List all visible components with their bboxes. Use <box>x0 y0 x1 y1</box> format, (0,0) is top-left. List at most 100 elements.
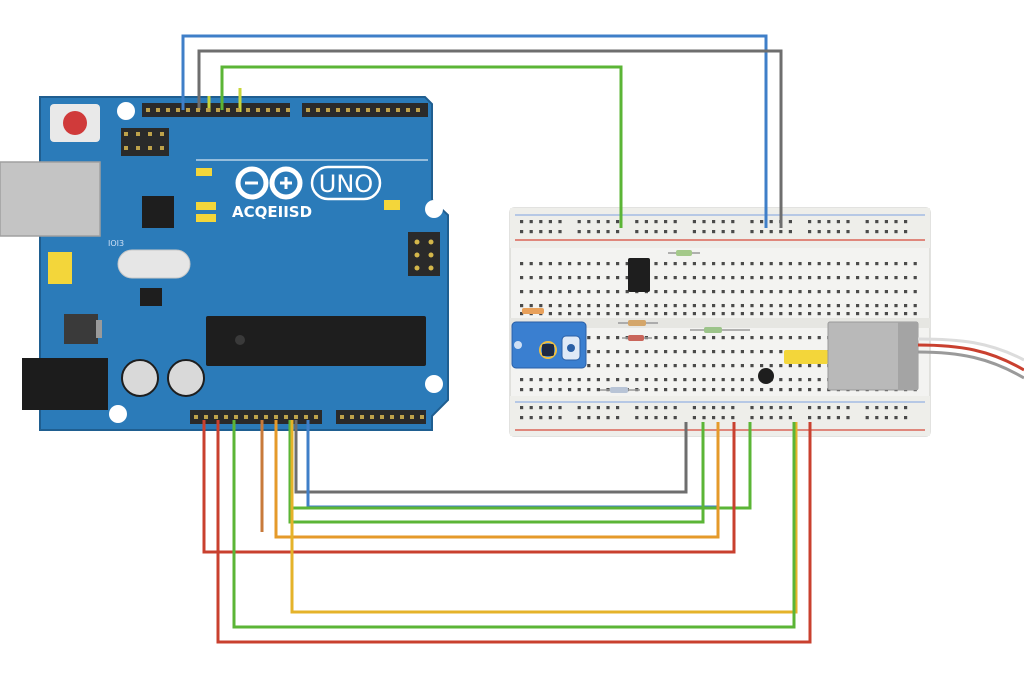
breadboard-hole <box>596 312 600 316</box>
breadboard-hole <box>577 262 581 266</box>
breadboard-hole <box>616 220 620 224</box>
breadboard-hole <box>644 220 648 224</box>
breadboard-hole <box>529 388 533 392</box>
breadboard-hole <box>539 378 543 382</box>
breadboard-hole <box>558 304 562 308</box>
breadboard-hole <box>616 312 620 316</box>
breadboard-hole <box>798 304 802 308</box>
breadboard-hole <box>587 312 591 316</box>
breadboard-hole <box>587 262 591 266</box>
breadboard-hole <box>712 290 716 294</box>
breadboard-hole <box>836 276 840 280</box>
breadboard-hole <box>587 220 591 224</box>
breadboard-hole <box>558 416 562 420</box>
breadboard-hole <box>577 416 581 420</box>
breadboard-hole <box>664 312 668 316</box>
breadboard-hole <box>904 406 908 410</box>
breadboard-hole <box>846 416 850 420</box>
breadboard-hole <box>904 312 908 316</box>
header-pin <box>256 108 260 112</box>
breadboard-hole <box>625 276 629 280</box>
small-chip <box>140 288 162 306</box>
breadboard-hole <box>683 336 687 340</box>
breadboard-hole <box>779 406 783 410</box>
breadboard-hole <box>788 312 792 316</box>
uno-logo-text: UNO <box>319 170 373 198</box>
breadboard-hole <box>520 312 524 316</box>
breadboard-hole <box>798 262 802 266</box>
header-pin <box>246 108 250 112</box>
breadboard-hole <box>692 364 696 368</box>
breadboard-hole <box>664 290 668 294</box>
breadboard-hole <box>750 220 754 224</box>
breadboard-hole <box>731 388 735 392</box>
breadboard-hole <box>750 304 754 308</box>
wire-green-bottom-3 <box>232 420 796 629</box>
breadboard-hole <box>664 336 668 340</box>
breadboard-hole <box>596 388 600 392</box>
reset-button-icon[interactable] <box>50 104 100 142</box>
header-pin <box>294 415 298 419</box>
breadboard-hole <box>558 406 562 410</box>
header-pin <box>194 415 198 419</box>
header-pin <box>390 415 394 419</box>
breadboard-hole <box>606 220 610 224</box>
breadboard-hole <box>721 312 725 316</box>
breadboard-hole <box>712 336 716 340</box>
usb-chip <box>142 196 174 228</box>
breadboard-hole <box>635 312 639 316</box>
wire-yellow-bottom <box>290 420 798 614</box>
breadboard-hole <box>712 378 716 382</box>
breadboard-hole <box>817 290 821 294</box>
breadboard-hole <box>750 290 754 294</box>
breadboard-hole <box>664 378 668 382</box>
breadboard-hole <box>798 388 802 392</box>
breadboard-hole <box>904 262 908 266</box>
header-pin <box>244 415 248 419</box>
breadboard-hole <box>817 220 821 224</box>
breadboard-hole <box>798 312 802 316</box>
breadboard-hole <box>760 364 764 368</box>
breadboard-hole <box>529 416 533 420</box>
breadboard-hole <box>788 304 792 308</box>
mounting-hole <box>425 375 443 393</box>
breadboard-hole <box>884 406 888 410</box>
resistor-top <box>668 250 700 256</box>
mounting-hole <box>425 200 443 218</box>
breadboard-hole <box>808 406 812 410</box>
breadboard-hole <box>520 416 524 420</box>
breadboard-hole <box>731 220 735 224</box>
breadboard-hole <box>875 304 879 308</box>
breadboard-hole <box>644 406 648 410</box>
breadboard-hole <box>836 312 840 316</box>
header-pin <box>346 108 350 112</box>
breadboard-hole <box>520 304 524 308</box>
breadboard-hole <box>702 290 706 294</box>
breadboard-hole <box>856 290 860 294</box>
wire-red-bottom-1 <box>202 420 736 554</box>
breadboard-hole <box>692 336 696 340</box>
breadboard-hole <box>616 350 620 354</box>
breadboard-hole <box>577 230 581 234</box>
header-pin <box>376 108 380 112</box>
breadboard-hole <box>635 416 639 420</box>
breadboard-hole <box>625 304 629 308</box>
breadboard-hole <box>779 416 783 420</box>
breadboard-hole <box>529 378 533 382</box>
mounting-hole <box>109 405 127 423</box>
breadboard-hole <box>788 406 792 410</box>
breadboard-hole <box>654 276 658 280</box>
breadboard-hole <box>606 304 610 308</box>
header-pin <box>380 415 384 419</box>
header-pin <box>420 415 424 419</box>
header-pin <box>226 108 230 112</box>
breadboard-hole <box>644 416 648 420</box>
breadboard-hole <box>654 364 658 368</box>
digital-header-right <box>302 103 428 117</box>
breadboard-hole <box>760 312 764 316</box>
breadboard-hole <box>875 416 879 420</box>
breadboard-hole <box>548 406 552 410</box>
breadboard-hole <box>904 276 908 280</box>
breadboard-hole <box>683 304 687 308</box>
breadboard-hole <box>616 364 620 368</box>
